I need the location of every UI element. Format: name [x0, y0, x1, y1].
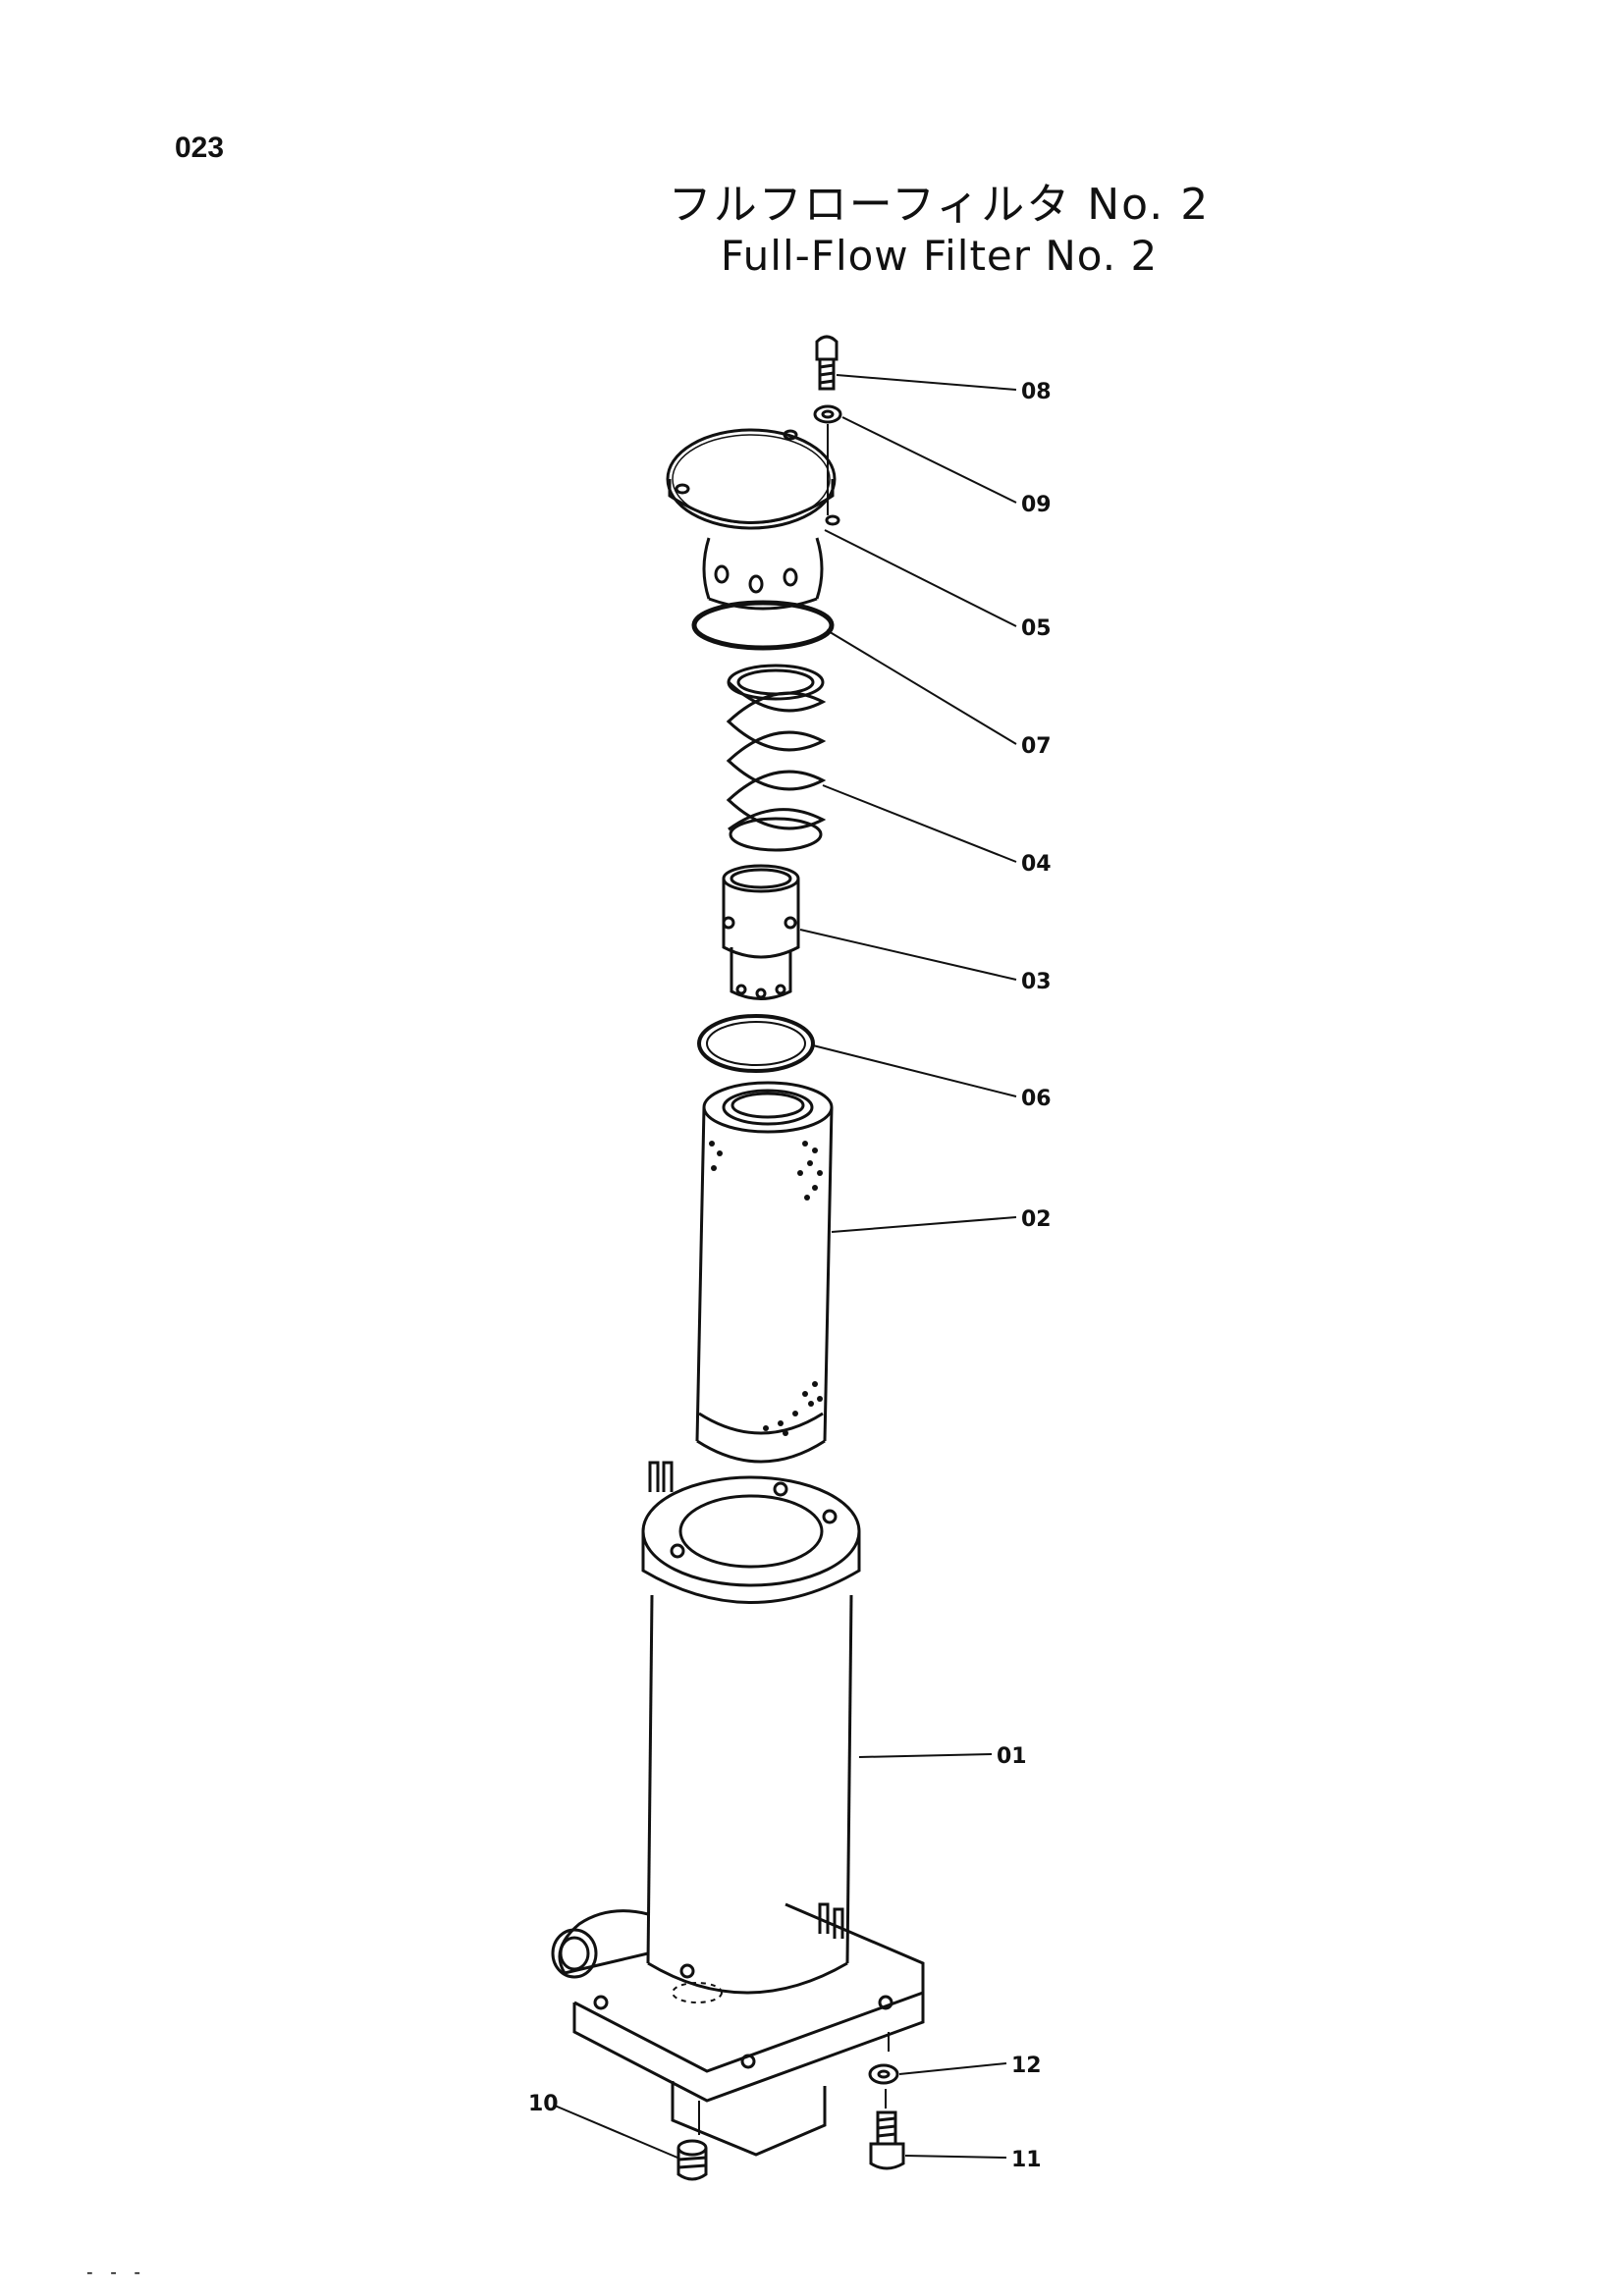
callout-12: 12: [1011, 2054, 1042, 2078]
filter-element-02: [695, 1081, 834, 1464]
callout-02: 02: [1021, 1207, 1052, 1232]
page-number: 023: [175, 132, 225, 164]
callout-03: 03: [1021, 970, 1052, 994]
washer-12: [868, 2032, 899, 2109]
callout-08: 08: [1021, 380, 1052, 404]
spring-04: [726, 664, 827, 852]
callout-04: 04: [1021, 852, 1052, 877]
callout-11: 11: [1011, 2148, 1042, 2172]
callout-05: 05: [1021, 616, 1052, 641]
footer-mark: - - -: [86, 2262, 147, 2283]
callout-10: 10: [528, 2092, 559, 2116]
bolt-11: [869, 2110, 905, 2170]
valve-03: [722, 864, 800, 1000]
snap-ring-06: [697, 1014, 815, 1073]
plug-10: [676, 2101, 708, 2181]
callout-07: 07: [1021, 734, 1052, 759]
title-english: Full-Flow Filter No. 2: [720, 232, 1159, 280]
callout-06: 06: [1021, 1087, 1052, 1111]
housing-01: [551, 1461, 925, 2157]
leader-lines: [554, 374, 1017, 2159]
callout-01: 01: [997, 1744, 1027, 1769]
cover-05: [666, 428, 840, 611]
callout-09: 09: [1021, 493, 1052, 517]
bolt-08: [815, 335, 839, 391]
o-ring-07: [691, 600, 835, 651]
title-japanese: フルフローフィルタ No. 2: [668, 180, 1211, 230]
